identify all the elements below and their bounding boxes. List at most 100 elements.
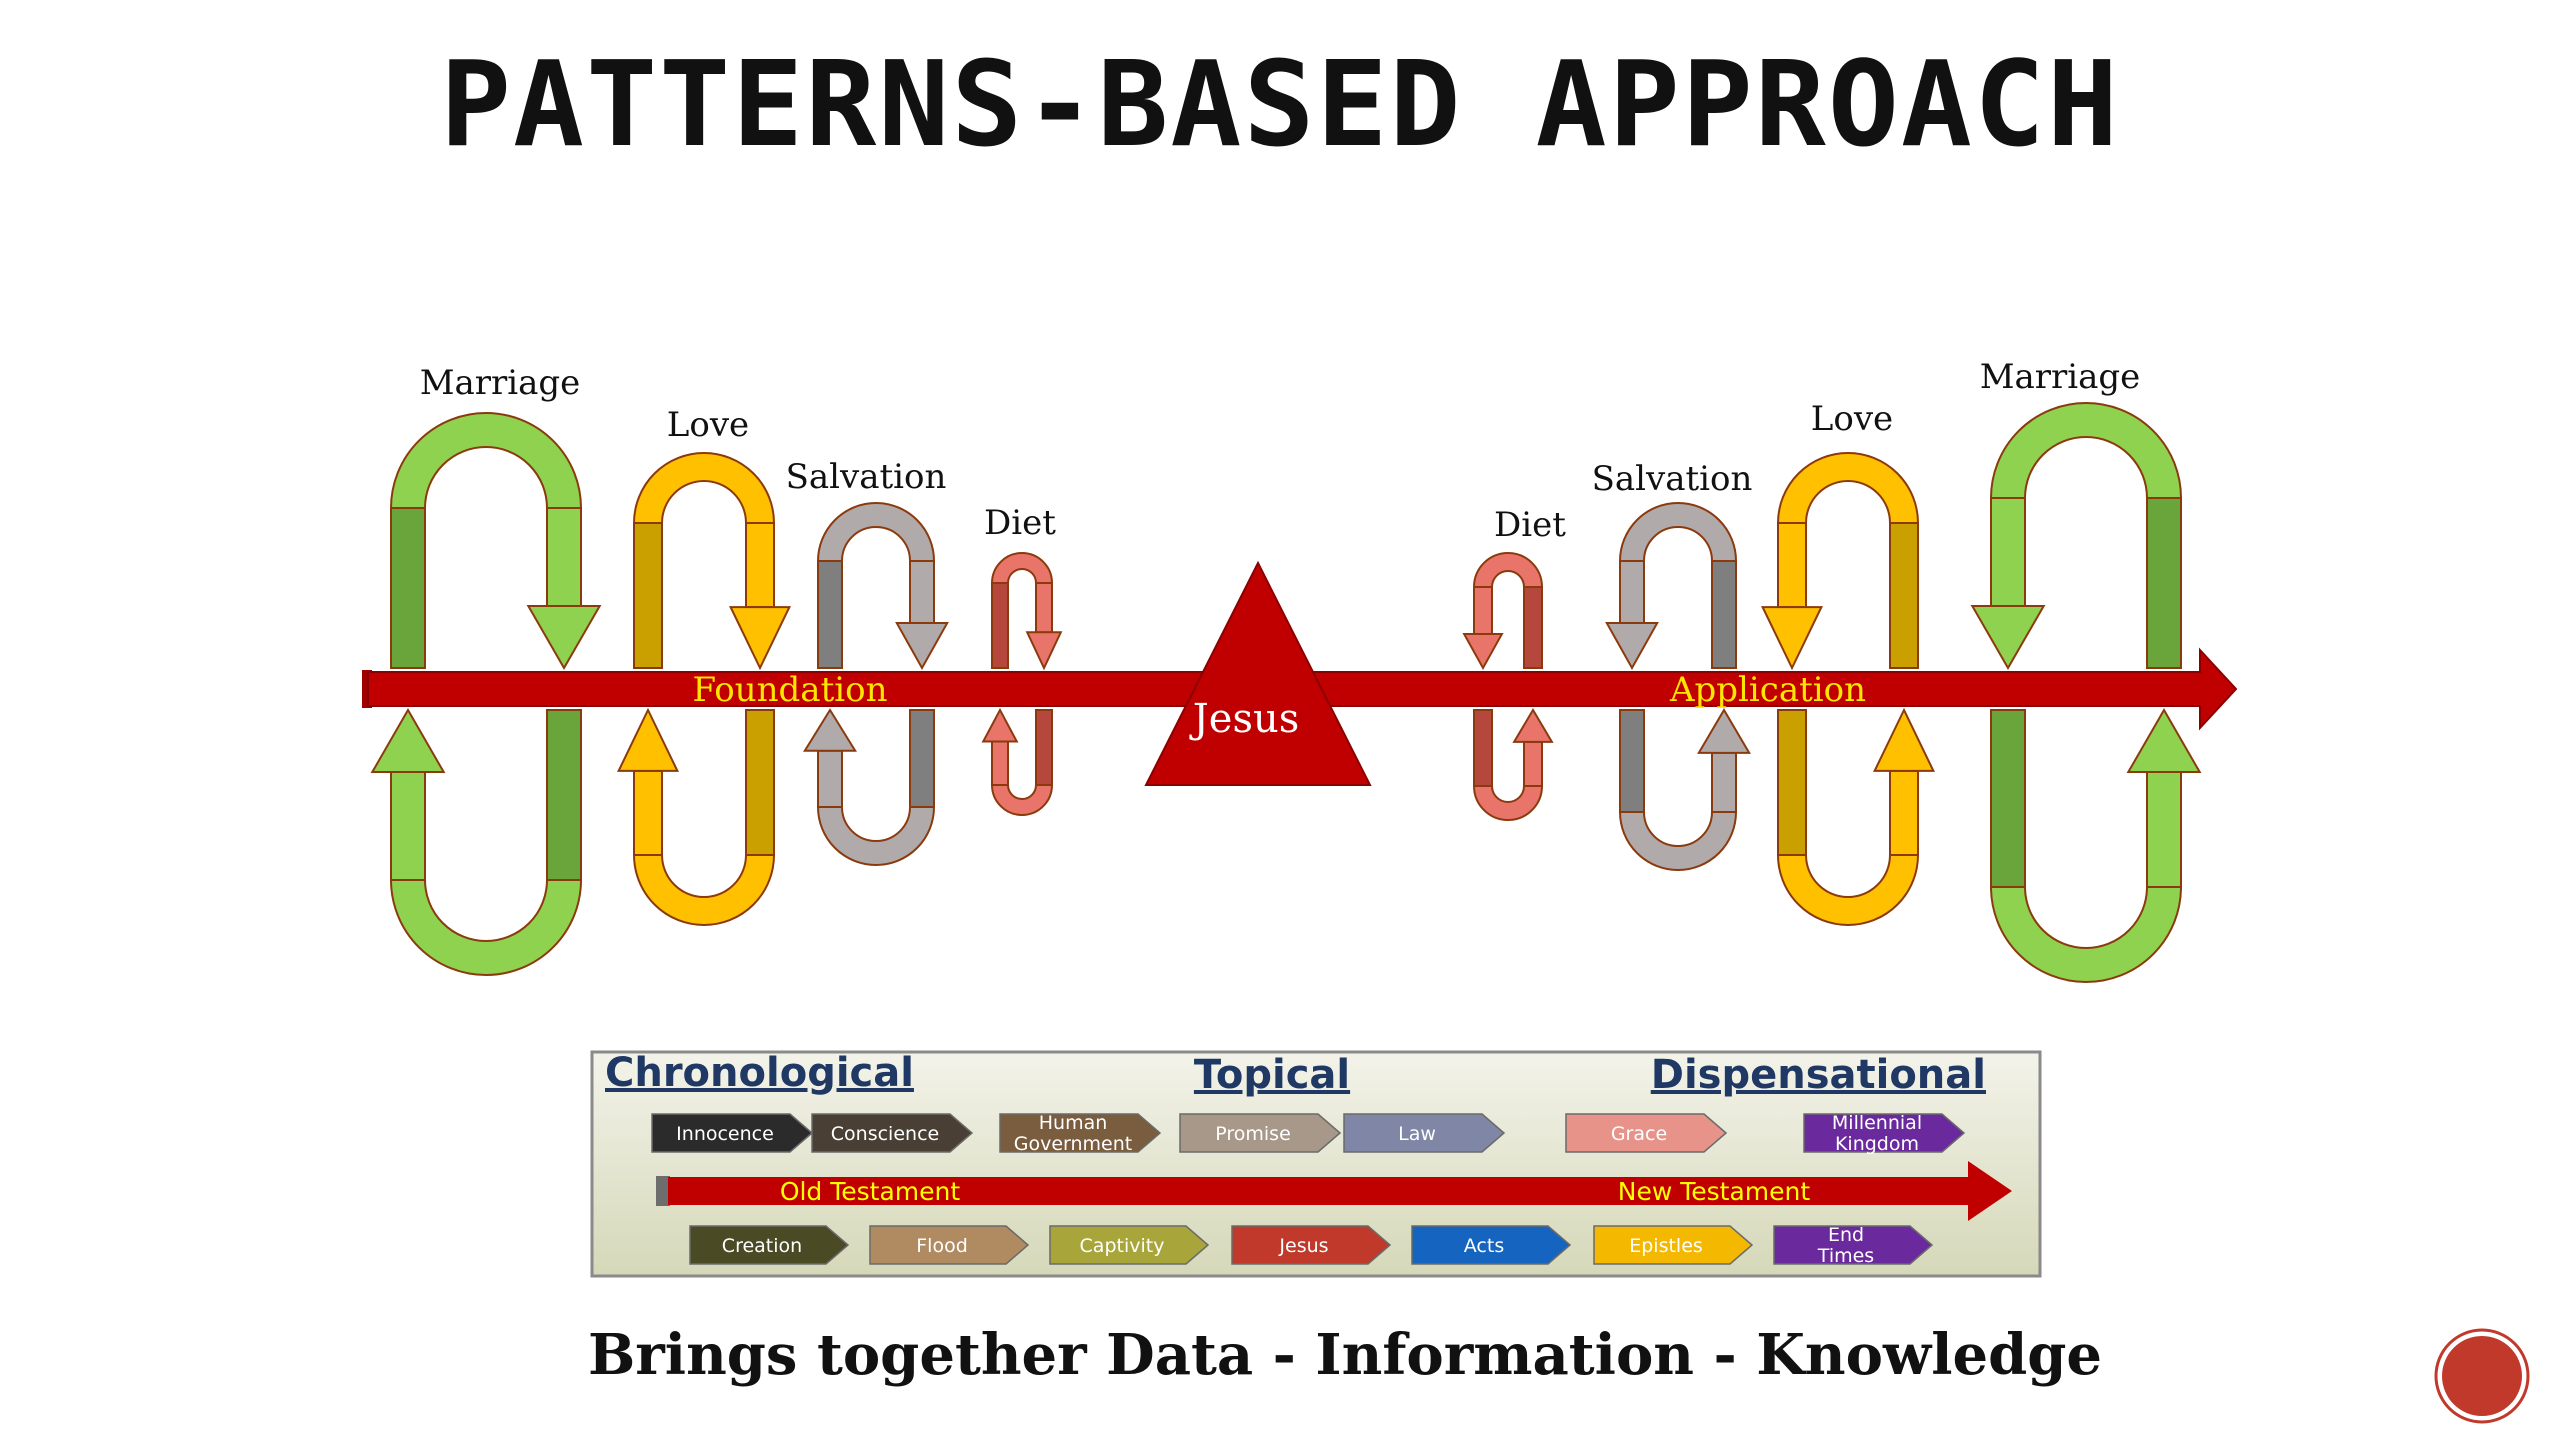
era-chip-epistles: Epistles — [1593, 1225, 1754, 1265]
category-chronological: Chronological — [605, 1050, 914, 1096]
loop-right-diet-lower-head — [1512, 708, 1554, 743]
dispensation-panel: Chronological Topical Dispensational Inn… — [590, 1050, 2042, 1278]
loop-left-marriage-lower-front-leg — [390, 771, 426, 881]
era-chip-creation: Creation — [689, 1225, 850, 1265]
era-chip-acts: Acts — [1411, 1225, 1572, 1265]
dispensation-chip-law: Law — [1343, 1113, 1506, 1153]
loop-left-diet-lower-head — [981, 707, 1019, 743]
dispensation-chip-label-line: Kingdom — [1835, 1133, 1919, 1155]
application-label: Application — [1669, 670, 1866, 710]
era-chip-shape — [869, 1225, 1030, 1265]
loop-right-love-upper-arch — [1776, 452, 1920, 524]
loop-right-salvation-upper-head — [1605, 622, 1659, 671]
loop-left-diet-lower-back-leg — [1035, 709, 1053, 786]
dispensation-chip-label-line: Government — [1014, 1133, 1133, 1155]
loop-left-love-lower-head — [617, 707, 679, 772]
era-chip-label: Acts — [1464, 1235, 1504, 1257]
loop-left-love-upper-arch — [632, 452, 776, 524]
loop-right-love-upper-back-leg — [1889, 522, 1919, 669]
topic-label-left-love: Love — [667, 405, 749, 445]
dispensation-chip-promise: Promise — [1179, 1113, 1342, 1153]
loop-left-love-lower-arch — [632, 854, 776, 926]
loop-left-diet-lower-front-leg — [991, 740, 1009, 786]
loop-left-marriage-upper-back-leg — [390, 507, 426, 669]
loop-left-salvation-lower-head — [803, 708, 857, 752]
era-chip-shape — [1049, 1225, 1210, 1265]
loop-left-marriage-upper — [389, 412, 602, 671]
era-chip-shape — [1231, 1225, 1392, 1265]
loop-right-love-upper-front-leg — [1777, 522, 1807, 609]
era-chip-label: Jesus — [1278, 1235, 1328, 1257]
jesus-label: Jesus — [1189, 696, 1300, 742]
era-chip-captivity: Captivity — [1049, 1225, 1210, 1265]
loop-right-salvation-upper-arch — [1618, 502, 1738, 562]
loop-left-love-upper — [632, 452, 791, 671]
era-chip-label: Flood — [916, 1235, 968, 1257]
loop-right-diet-lower — [1472, 708, 1554, 821]
testament-timeline: Old Testament New Testament — [656, 1161, 2012, 1221]
loop-left-salvation-upper-arch — [816, 502, 936, 562]
loop-left-marriage-lower-arch — [389, 879, 583, 976]
footer-caption: Brings together Data - Information - Kno… — [588, 1322, 2102, 1388]
topic-label-right-marriage: Marriage — [1980, 357, 2141, 397]
loop-right-marriage-lower — [1989, 707, 2202, 983]
category-dispensational: Dispensational — [1651, 1052, 1986, 1098]
loop-right-love-upper-head — [1761, 606, 1823, 671]
loop-right-marriage-lower-front-leg — [2146, 771, 2182, 888]
dispensation-chip-conscience: Conscience — [811, 1113, 974, 1153]
loop-left-salvation-upper-front-leg — [909, 560, 935, 625]
era-chips: Creation Flood Captivity Jesus Acts Epistles E… — [689, 1224, 1934, 1267]
loop-right-love-lower-arch — [1776, 854, 1920, 926]
loop-left-diet-upper — [990, 552, 1063, 671]
dispensation-chip-shape — [1343, 1113, 1506, 1153]
dispensation-chip-shape — [1179, 1113, 1342, 1153]
loop-left-love-lower-front-leg — [633, 769, 663, 857]
loop-right-salvation-upper-front-leg — [1619, 560, 1645, 625]
testament-arrow — [668, 1161, 2012, 1221]
loop-right-marriage-upper-back-leg — [2146, 497, 2182, 669]
old-testament-label: Old Testament — [780, 1177, 961, 1206]
loop-right-diet-lower-front-leg — [1523, 740, 1543, 787]
topic-label-right-love: Love — [1811, 399, 1893, 439]
era-chip-label: Creation — [722, 1235, 802, 1257]
loop-right-love-lower-back-leg — [1777, 709, 1807, 856]
loop-right-diet-lower-back-leg — [1473, 709, 1493, 787]
loop-left-diet-upper-back-leg — [991, 582, 1009, 669]
loop-left-love-lower-back-leg — [745, 709, 775, 856]
dispensation-chip-label: Law — [1398, 1123, 1436, 1145]
era-chip-jesus: Jesus — [1231, 1225, 1392, 1265]
era-chip-label: Captivity — [1080, 1235, 1165, 1257]
loop-left-marriage-lower — [370, 707, 583, 976]
era-chip-label-line: End — [1828, 1224, 1864, 1246]
dispensation-chip-grace: Grace — [1565, 1113, 1728, 1153]
loop-left-salvation-upper-head — [895, 622, 949, 671]
loop-left-love-upper-front-leg — [745, 522, 775, 609]
loop-left-love-lower — [617, 707, 776, 926]
loop-right-love-lower-front-leg — [1889, 769, 1919, 857]
loop-right-diet-upper — [1462, 552, 1544, 671]
loop-right-diet-upper-front-leg — [1473, 586, 1493, 635]
triangle-shape — [1144, 560, 1372, 786]
loop-left-love-upper-head — [729, 606, 791, 671]
dispensation-chip-shape — [999, 1113, 1162, 1153]
loop-right-salvation-lower — [1618, 708, 1751, 871]
slide-number-badge — [2434, 1328, 2530, 1424]
era-chip-flood: Flood — [869, 1225, 1030, 1265]
loop-right-marriage-upper-head — [1970, 605, 2046, 671]
pattern-loops — [370, 402, 2202, 983]
loop-left-diet-upper-head — [1025, 631, 1063, 671]
era-chip-shape — [1773, 1225, 1934, 1265]
era-chip-shape — [689, 1225, 850, 1265]
new-testament-label: New Testament — [1618, 1177, 1811, 1206]
era-chip-shape — [1593, 1225, 1754, 1265]
dispensation-chip-shape — [651, 1113, 814, 1153]
loop-left-diet-lower-arch — [990, 784, 1054, 816]
dispensation-chip-label-line: Millennial — [1832, 1112, 1922, 1134]
loop-right-love-lower-head — [1873, 707, 1935, 772]
topic-label-right-salvation: Salvation — [1592, 459, 1753, 499]
loop-right-marriage-upper — [1970, 402, 2183, 671]
loop-right-salvation-lower-arch — [1618, 811, 1738, 871]
badge-circle — [2442, 1336, 2522, 1416]
